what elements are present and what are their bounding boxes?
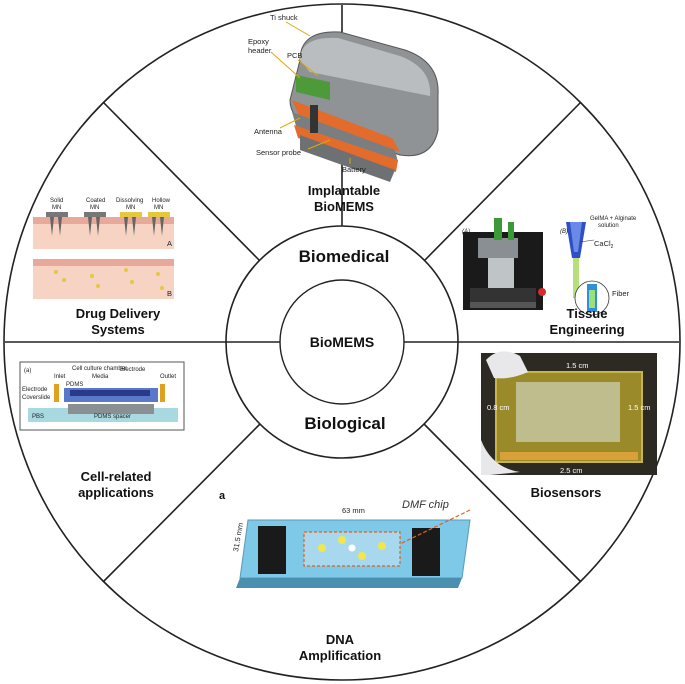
drug-panel-b: B [167,289,172,298]
label-solid-mn: MN [52,205,61,211]
label-inlet: Inlet [54,374,66,380]
tissue-title-line2: Engineering [549,322,624,337]
drug-title-line2: Systems [91,322,144,337]
cell-title-line1: Cell-related [81,469,152,484]
dna-width-label: 63 mm [342,506,365,515]
label-electrode: Electrode [22,387,48,393]
cell-title-line2: applications [78,485,154,500]
label-fiber: Fiber [612,289,630,298]
biosensor-dim-left: 0.8 cm [487,403,510,412]
tissue-panel-b-label: (B) [560,229,568,235]
label-hollow: Hollow [152,198,171,204]
label-pcb: PCB [287,51,302,60]
dna-title-line1: DNA [326,632,355,647]
implantable-title-line2: BioMEMS [314,199,374,214]
label-dissolving-mn: MN [126,205,135,211]
dna-title-line2: Amplification [299,648,381,663]
leader-sensor [307,139,331,150]
leader-ti-shuck [285,21,311,37]
dna-panel-label: a [219,490,226,502]
divider-lower-left [102,423,261,583]
cell-chip-illustration [19,361,185,431]
biosensor-dim-right: 1.5 cm [628,403,651,412]
label-cacl2-sub: 2 [611,244,614,250]
ring-label-biomedical: Biomedical [299,247,390,266]
implantable-title-line1: Implantable [308,183,380,198]
center-label: BioMEMS [310,334,375,350]
microneedle-illustration [33,212,174,299]
label-pbs: PBS [32,414,44,420]
divider-upper-right [423,101,582,262]
dna-chip-label: DMF chip [402,499,449,511]
dmf-chip-illustration [236,519,471,588]
biosensor-dim-bottom: 2.5 cm [560,466,583,475]
label-coated-mn: MN [90,205,99,211]
biosensor-dim-top: 1.5 cm [566,361,589,370]
label-sensor-probe: Sensor probe [256,148,301,157]
biosensor-photo [481,351,657,475]
tissue-title-line1: Tissue [567,306,608,321]
divider-upper-left [102,101,261,262]
label-hollow-mn: MN [154,205,163,211]
label-solution: solution [598,223,619,229]
drug-title-line1: Drug Delivery [76,306,161,321]
cell-panel-label: (a) [24,368,31,374]
leader-antenna [279,117,301,129]
label-antenna: Antenna [254,127,283,136]
label-epoxy: Epoxy [248,37,269,46]
label-ti-shuck: Ti shuck [270,13,298,22]
leader-epoxy [270,51,301,79]
divider-lower-right [423,423,582,583]
label-chamber: Cell culture chamber [72,366,127,372]
label-gelma: GelMA + Alginate [590,216,637,222]
bioprinter-illustration [463,218,546,310]
biosensors-title: Biosensors [531,485,602,500]
implantable-device-illustration [289,31,439,182]
label-battery: Battery [342,165,366,174]
dmf-pointer-line [399,509,471,545]
label-cacl2: CaCl2 [594,239,614,250]
label-pdms: PDMS [66,382,83,388]
label-solid: Solid [50,198,63,204]
label-coverslide: Coverslide [22,395,51,401]
label-pdms-spacer: PDMS spacer [94,414,131,420]
label-coated: Coated [86,198,105,204]
nozzle-illustration [566,222,610,316]
label-header: header [248,46,272,55]
label-outlet: Outlet [160,374,176,380]
drug-panel-a: A [167,239,172,248]
leader-pcb [297,59,319,77]
label-cacl2-main: CaCl [594,239,611,248]
ring-label-biological: Biological [304,414,385,433]
label-electrode-top: Electrode [120,367,146,373]
label-media: Media [92,374,109,380]
tissue-panel-a-label: (A) [462,229,470,235]
label-dissolving: Dissolving [116,198,143,204]
